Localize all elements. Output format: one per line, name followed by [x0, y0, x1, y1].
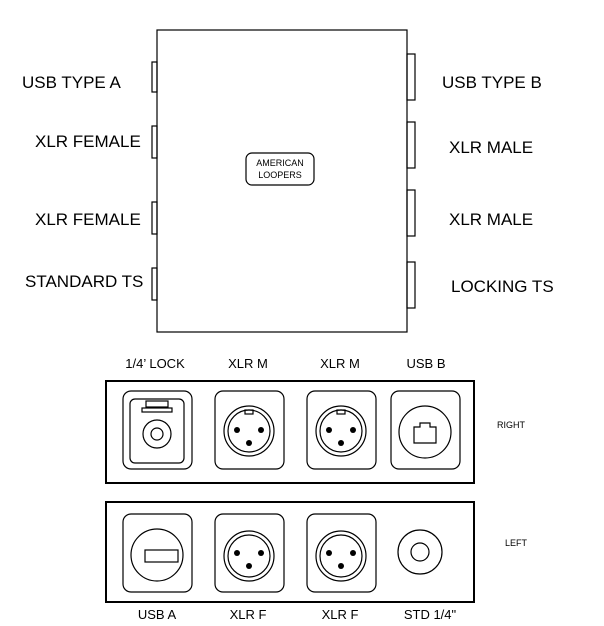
left-connector-label-2: XLR F	[230, 607, 267, 622]
right-connector-label-4: USB B	[406, 356, 445, 371]
right-label-usb-type-b: USB TYPE B	[442, 73, 542, 92]
xlr-female-icon-1	[214, 513, 285, 593]
right-connector-label-3: XLR M	[320, 356, 360, 371]
right-connector-label-2: XLR M	[228, 356, 268, 371]
right-label-locking-ts: LOCKING TS	[451, 277, 554, 296]
usb-b-icon	[390, 390, 461, 470]
right-panel: 1/4’ LOCK XLR M XLR M USB B	[105, 356, 526, 484]
right-jack-tab-xlr-male-2	[406, 189, 416, 237]
left-jack-tab-standard-ts	[151, 267, 158, 301]
left-jack-tab-xlr-female-1	[151, 125, 158, 159]
enclosure-body	[156, 29, 408, 333]
usb-a-icon	[122, 513, 193, 593]
left-connector-label-3: XLR F	[322, 607, 359, 622]
right-jack-tab-usb-b	[406, 53, 416, 101]
xlr-female-icon-2	[306, 513, 377, 593]
left-label-xlr-female-2: XLR FEMALE	[35, 210, 141, 229]
left-label-usb-type-a: USB TYPE A	[22, 73, 122, 92]
locking-ts-jack-icon	[122, 390, 193, 470]
left-label-standard-ts: STANDARD TS	[25, 272, 143, 291]
standard-ts-jack-icon	[397, 529, 443, 575]
xlr-male-icon-1	[214, 390, 285, 470]
left-connector-label-1: USB A	[138, 607, 177, 622]
left-panel: LEFT USB A XLR F XLR F STD 1/4"	[105, 501, 528, 622]
xlr-male-icon-2	[306, 390, 377, 470]
brand-badge	[245, 152, 315, 186]
left-side-label: LEFT	[505, 538, 528, 548]
right-side-label: RIGHT	[497, 420, 526, 430]
left-connector-label-4: STD 1/4"	[404, 607, 457, 622]
brand-badge-line2: LOOPERS	[258, 170, 302, 180]
right-jack-tab-locking-ts	[406, 261, 416, 309]
right-label-xlr-male-2: XLR MALE	[449, 210, 533, 229]
right-connector-label-1: 1/4’ LOCK	[125, 356, 185, 371]
right-panel-plate	[105, 380, 475, 484]
top-view: AMERICAN LOOPERS USB TYPE A XLR FEMALE X…	[22, 29, 554, 333]
brand-badge-line1: AMERICAN	[256, 158, 304, 168]
left-label-xlr-female-1: XLR FEMALE	[35, 132, 141, 151]
right-jack-tab-xlr-male-1	[406, 121, 416, 169]
left-jack-tab-usb-a	[151, 61, 158, 93]
left-panel-plate	[105, 501, 475, 603]
right-label-xlr-male-1: XLR MALE	[449, 138, 533, 157]
left-jack-tab-xlr-female-2	[151, 201, 158, 235]
